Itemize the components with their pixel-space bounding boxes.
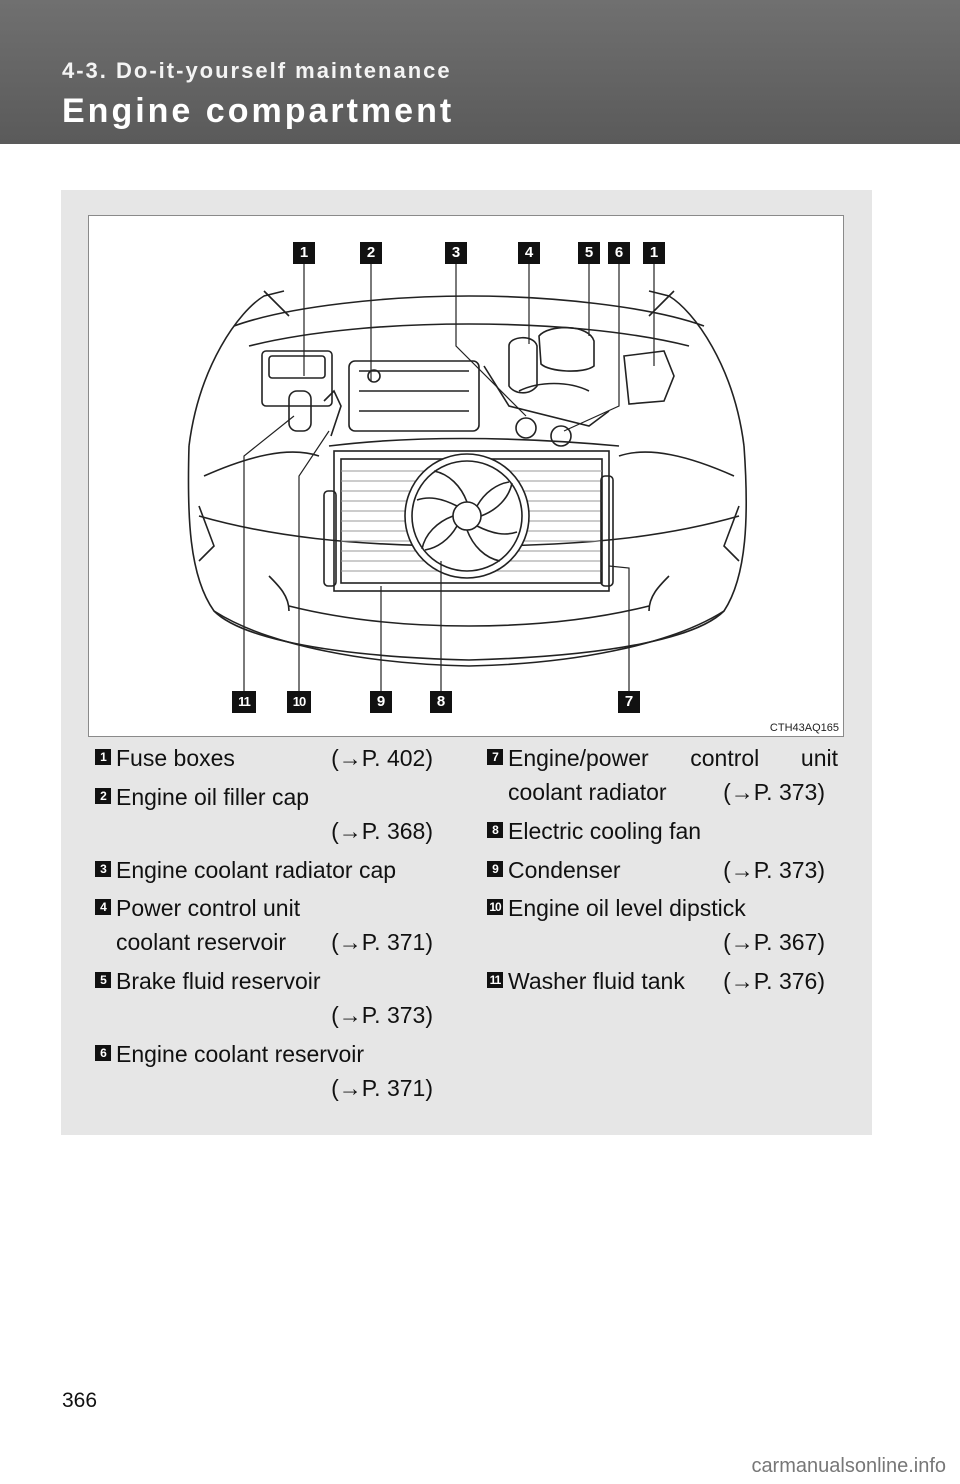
legend-item-3: 3 Engine coolant radiator cap [95, 854, 435, 888]
legend-item-9: 9 Condenser (→P. 373) [487, 854, 839, 888]
callout-2: 2 [360, 242, 382, 264]
callout-1: 1 [293, 242, 315, 264]
legend-number: 10 [487, 899, 503, 915]
engine-drawing [187, 264, 748, 691]
page-reference: (→P. 371) [331, 929, 433, 955]
engine-illustration: 1 2 3 4 5 6 1 11 10 9 8 7 CTH43AQ165 [88, 215, 844, 737]
page-reference: (→P. 367) [723, 929, 825, 955]
figure-code: CTH43AQ165 [769, 722, 839, 734]
legend-label: Engine/power control unit [508, 745, 838, 771]
page-title: Engine compartment [62, 92, 455, 130]
callout-1-right: 1 [643, 242, 665, 264]
legend-number: 3 [95, 861, 111, 877]
callout-7: 7 [618, 691, 640, 713]
section-heading: 4-3. Do-it-yourself maintenance [62, 58, 452, 83]
page-reference: (→P. 402) [331, 745, 433, 771]
legend-label: Engine oil filler cap [116, 784, 310, 810]
legend-label: Engine coolant radiator cap [116, 857, 397, 883]
footer-watermark: carmanualsonline.info [751, 1455, 946, 1477]
legend-item-11: 11 Washer fluid tank (→P. 376) [487, 965, 839, 999]
legend-item-2: 2 Engine oil filler cap (→P. 368) [95, 781, 435, 849]
legend-label: Engine oil level dipstick [508, 895, 746, 921]
legend-number: 11 [487, 972, 503, 988]
callout-11: 11 [232, 691, 256, 713]
legend-number: 6 [95, 1045, 111, 1061]
legend-item-6: 6 Engine coolant reservoir (→P. 371) [95, 1038, 435, 1106]
legend-item-8: 8 Electric cooling fan [487, 815, 839, 849]
legend-label: Fuse boxes [116, 745, 235, 771]
legend-label: Engine coolant reservoir [116, 1041, 365, 1067]
page-reference: (→P. 373) [331, 1002, 433, 1028]
legend-number: 7 [487, 749, 503, 765]
page-header: 4-3. Do-it-yourself maintenance Engine c… [0, 0, 960, 144]
legend-item-10: 10 Engine oil level dipstick (→P. 367) [487, 892, 839, 960]
page-reference: (→P. 368) [331, 818, 433, 844]
callout-3: 3 [445, 242, 467, 264]
callout-6: 6 [608, 242, 630, 264]
page-reference: (→P. 371) [331, 1075, 433, 1101]
page-reference: (→P. 373) [723, 857, 825, 883]
page-reference: (→P. 376) [723, 968, 825, 994]
legend-label: Condenser [508, 857, 621, 883]
legend-number: 4 [95, 899, 111, 915]
legend-label: Electric cooling fan [508, 818, 702, 844]
legend-label: Brake fluid reservoir [116, 968, 321, 994]
legend-item-1: 1 Fuse boxes (→P. 402) [95, 742, 435, 776]
page-reference: (→P. 373) [723, 779, 825, 805]
legend-label-line2: coolant reservoir [116, 929, 287, 955]
callout-10: 10 [287, 691, 311, 713]
legend-item-4: 4 Power control unit coolant reservoir (… [95, 892, 435, 960]
legend-number: 9 [487, 861, 503, 877]
callout-9: 9 [370, 691, 392, 713]
legend-number: 5 [95, 972, 111, 988]
callout-5: 5 [578, 242, 600, 264]
page-number: 366 [62, 1389, 98, 1412]
callout-8: 8 [430, 691, 452, 713]
legend-label-line2: coolant radiator [508, 779, 667, 805]
legend-number: 8 [487, 822, 503, 838]
callout-4: 4 [518, 242, 540, 264]
legend-item-7: 7 Engine/power control unit coolant radi… [487, 742, 839, 810]
legend-label: Power control unit [116, 895, 301, 921]
legend-item-5: 5 Brake fluid reservoir (→P. 373) [95, 965, 435, 1033]
legend-number: 2 [95, 788, 111, 804]
legend-number: 1 [95, 749, 111, 765]
legend-label: Washer fluid tank [508, 968, 685, 994]
